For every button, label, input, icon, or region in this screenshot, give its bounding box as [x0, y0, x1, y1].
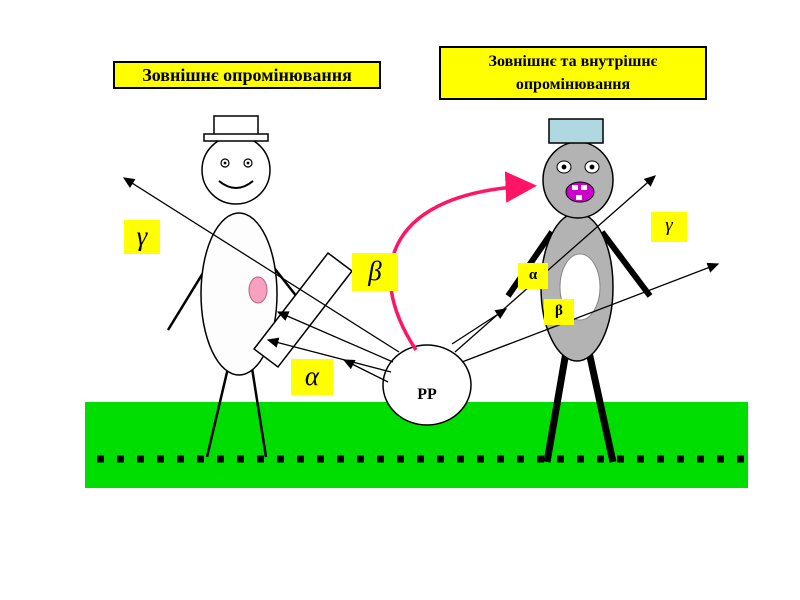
- radiation-source: [382, 344, 472, 426]
- gamma-arrow-left: [122, 177, 400, 353]
- left-figure-pupil-left: [223, 161, 227, 165]
- title-external-internal-irradiation: Зовнішнє та внутрішнє опромінювання: [439, 46, 707, 100]
- right-figure-arm-right: [599, 230, 653, 298]
- beta-label-right: β: [544, 299, 574, 325]
- alpha-arrow-left: [342, 359, 389, 383]
- gamma-label-right: γ: [651, 212, 687, 242]
- right-figure-tooth: [581, 185, 587, 190]
- left-figure-leg-right: [250, 367, 268, 458]
- beta-label-left: β: [352, 253, 398, 291]
- left-figure-leg-left: [205, 367, 230, 458]
- left-figure-pupil-right: [246, 161, 250, 165]
- right-figure-leg-left: [543, 351, 570, 463]
- alpha-arrow-right: [451, 308, 508, 345]
- beta-arrow-left-2: [266, 337, 392, 373]
- right-figure-pupil-right: [589, 164, 595, 170]
- left-figure-head: [201, 135, 271, 205]
- right-figure-head: [542, 141, 614, 219]
- right-figure-hat: [548, 118, 604, 144]
- source-label: PP: [417, 386, 437, 403]
- left-figure-hat-brim: [203, 133, 269, 142]
- ingestion-arrow: [388, 171, 537, 351]
- right-figure-tooth: [572, 185, 578, 190]
- left-figure: [166, 115, 313, 458]
- right-figure-pupil-left: [561, 164, 567, 170]
- right-figure-tooth: [576, 195, 582, 200]
- beta-arrow-left-1: [276, 311, 394, 363]
- left-figure-smile: [218, 180, 254, 189]
- beta-arrow-right: [461, 262, 720, 363]
- gamma-label-left: γ: [124, 220, 160, 254]
- gamma-arrow-right: [454, 175, 656, 353]
- title-external-irradiation: Зовнішнє опромінювання: [113, 61, 381, 89]
- left-figure-body: [200, 212, 278, 376]
- alpha-label-left: α: [291, 359, 333, 395]
- right-figure-leg-right: [585, 351, 617, 463]
- left-figure-organ: [248, 276, 268, 304]
- alpha-label-right: α: [518, 263, 548, 289]
